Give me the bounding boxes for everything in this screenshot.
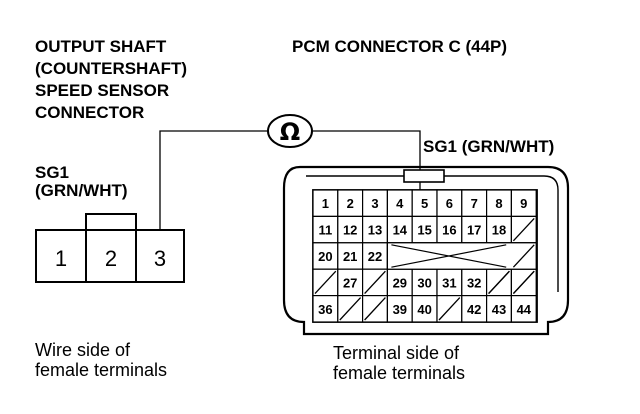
pcm-cell-r1c9	[510, 189, 537, 217]
pcm-terminal-42: 42	[467, 302, 481, 317]
pcm-terminal-43: 43	[492, 302, 506, 317]
blank-cross-line	[391, 244, 507, 268]
pcm-terminal-4: 4	[396, 196, 404, 211]
pcm-terminal-3: 3	[371, 196, 378, 211]
unused-terminal-slash	[364, 297, 386, 321]
sensor-pin-2: 2	[105, 246, 117, 271]
pcm-terminal-5: 5	[421, 196, 428, 211]
left-caption-line-1: Wire side of	[35, 340, 131, 360]
lead-to-sensor-pin-3	[159, 130, 268, 230]
right-caption-line-2: female terminals	[333, 363, 465, 383]
pcm-terminal-36: 36	[318, 302, 332, 317]
pcm-terminal-11: 11	[319, 223, 333, 238]
sensor-pins: 1 2 3	[55, 246, 166, 271]
pcm-terminal-31: 31	[442, 275, 456, 290]
pcm-terminal-12: 12	[343, 223, 357, 238]
pcm-terminal-6: 6	[446, 196, 453, 211]
pcm-cell-r4c4	[386, 268, 413, 297]
pcm-cell-r5c9	[510, 295, 537, 323]
pcm-terminal-16: 16	[442, 223, 456, 238]
pcm-terminal-21: 21	[343, 249, 357, 264]
pcm-cell-r2c3	[362, 215, 389, 244]
ohmmeter-icon: Ω	[267, 114, 313, 148]
right-signal-label: SG1 (GRN/WHT)	[423, 137, 554, 156]
pcm-housing-outer	[282, 165, 570, 336]
unused-terminal-slash	[339, 297, 362, 321]
unused-terminal-slash	[488, 270, 510, 295]
connector-lock-tab	[85, 213, 137, 231]
left-signal-label: SG1	[35, 163, 69, 182]
pcm-terminal-32: 32	[467, 275, 481, 290]
left-caption-line-2: female terminals	[35, 360, 167, 380]
left-signal-color: (GRN/WHT)	[35, 181, 128, 200]
ohm-symbol: Ω	[280, 118, 300, 146]
sensor-connector-title: OUTPUT SHAFT (COUNTERSHAFT) SPEED SENSOR…	[35, 37, 187, 122]
pcm-cell-r1c1	[312, 189, 339, 217]
pcm-terminal-15: 15	[417, 223, 431, 238]
pcm-blank-area	[386, 242, 537, 270]
pcm-terminal-17: 17	[467, 223, 481, 238]
unused-terminal-slash	[512, 270, 535, 295]
pcm-cell-r5c1	[312, 295, 339, 323]
title-line-4: CONNECTOR	[35, 103, 144, 122]
unused-terminal-slash	[512, 217, 535, 242]
unused-terminal-slash	[438, 297, 461, 321]
pcm-terminal-1: 1	[322, 196, 329, 211]
pcm-terminal-9: 9	[520, 196, 527, 211]
pcm-cell-r1c6	[436, 189, 463, 217]
right-caption-line-1: Terminal side of	[333, 343, 460, 363]
pcm-terminal-39: 39	[393, 302, 407, 317]
pcm-terminal-20: 20	[318, 249, 332, 264]
pcm-cell-r3c3	[362, 242, 389, 270]
title-line-2: (COUNTERSHAFT)	[35, 59, 187, 78]
pcm-cell-r3c2	[337, 242, 364, 270]
pcm-connector-title: PCM CONNECTOR C (44P)	[292, 37, 507, 56]
pcm-terminal-14: 14	[393, 223, 408, 238]
pcm-terminal-30: 30	[417, 275, 431, 290]
pcm-terminal-8: 8	[495, 196, 502, 211]
unused-terminal-slash	[512, 244, 535, 268]
pcm-cell-r2c2	[337, 215, 364, 244]
unused-terminal-slash	[314, 270, 337, 295]
pcm-terminal-22: 22	[368, 249, 382, 264]
pcm-terminal-2: 2	[347, 196, 354, 211]
lead-to-pcm-pin-5	[312, 130, 421, 193]
sensor-connector-3p	[35, 213, 185, 283]
pcm-lock-tab	[403, 169, 445, 183]
pcm-cell-r2c5	[411, 215, 438, 244]
pcm-housing-inner	[306, 175, 559, 292]
pcm-terminal-13: 13	[368, 223, 382, 238]
title-line-3: SPEED SENSOR	[35, 81, 169, 100]
unused-terminal-slash	[364, 270, 386, 295]
pcm-terminal-7: 7	[471, 196, 478, 211]
connector-body	[35, 229, 185, 283]
sensor-pin-3: 3	[154, 246, 166, 271]
sensor-pin-1: 1	[55, 246, 67, 271]
pcm-terminal-27: 27	[343, 275, 357, 290]
title-line-1: OUTPUT SHAFT	[35, 37, 167, 56]
pcm-terminal-18: 18	[492, 223, 506, 238]
pcm-terminal-29: 29	[393, 275, 407, 290]
pcm-cell-r5c5	[411, 295, 438, 323]
pcm-terminal-44: 44	[517, 302, 532, 317]
pcm-terminal-40: 40	[417, 302, 431, 317]
